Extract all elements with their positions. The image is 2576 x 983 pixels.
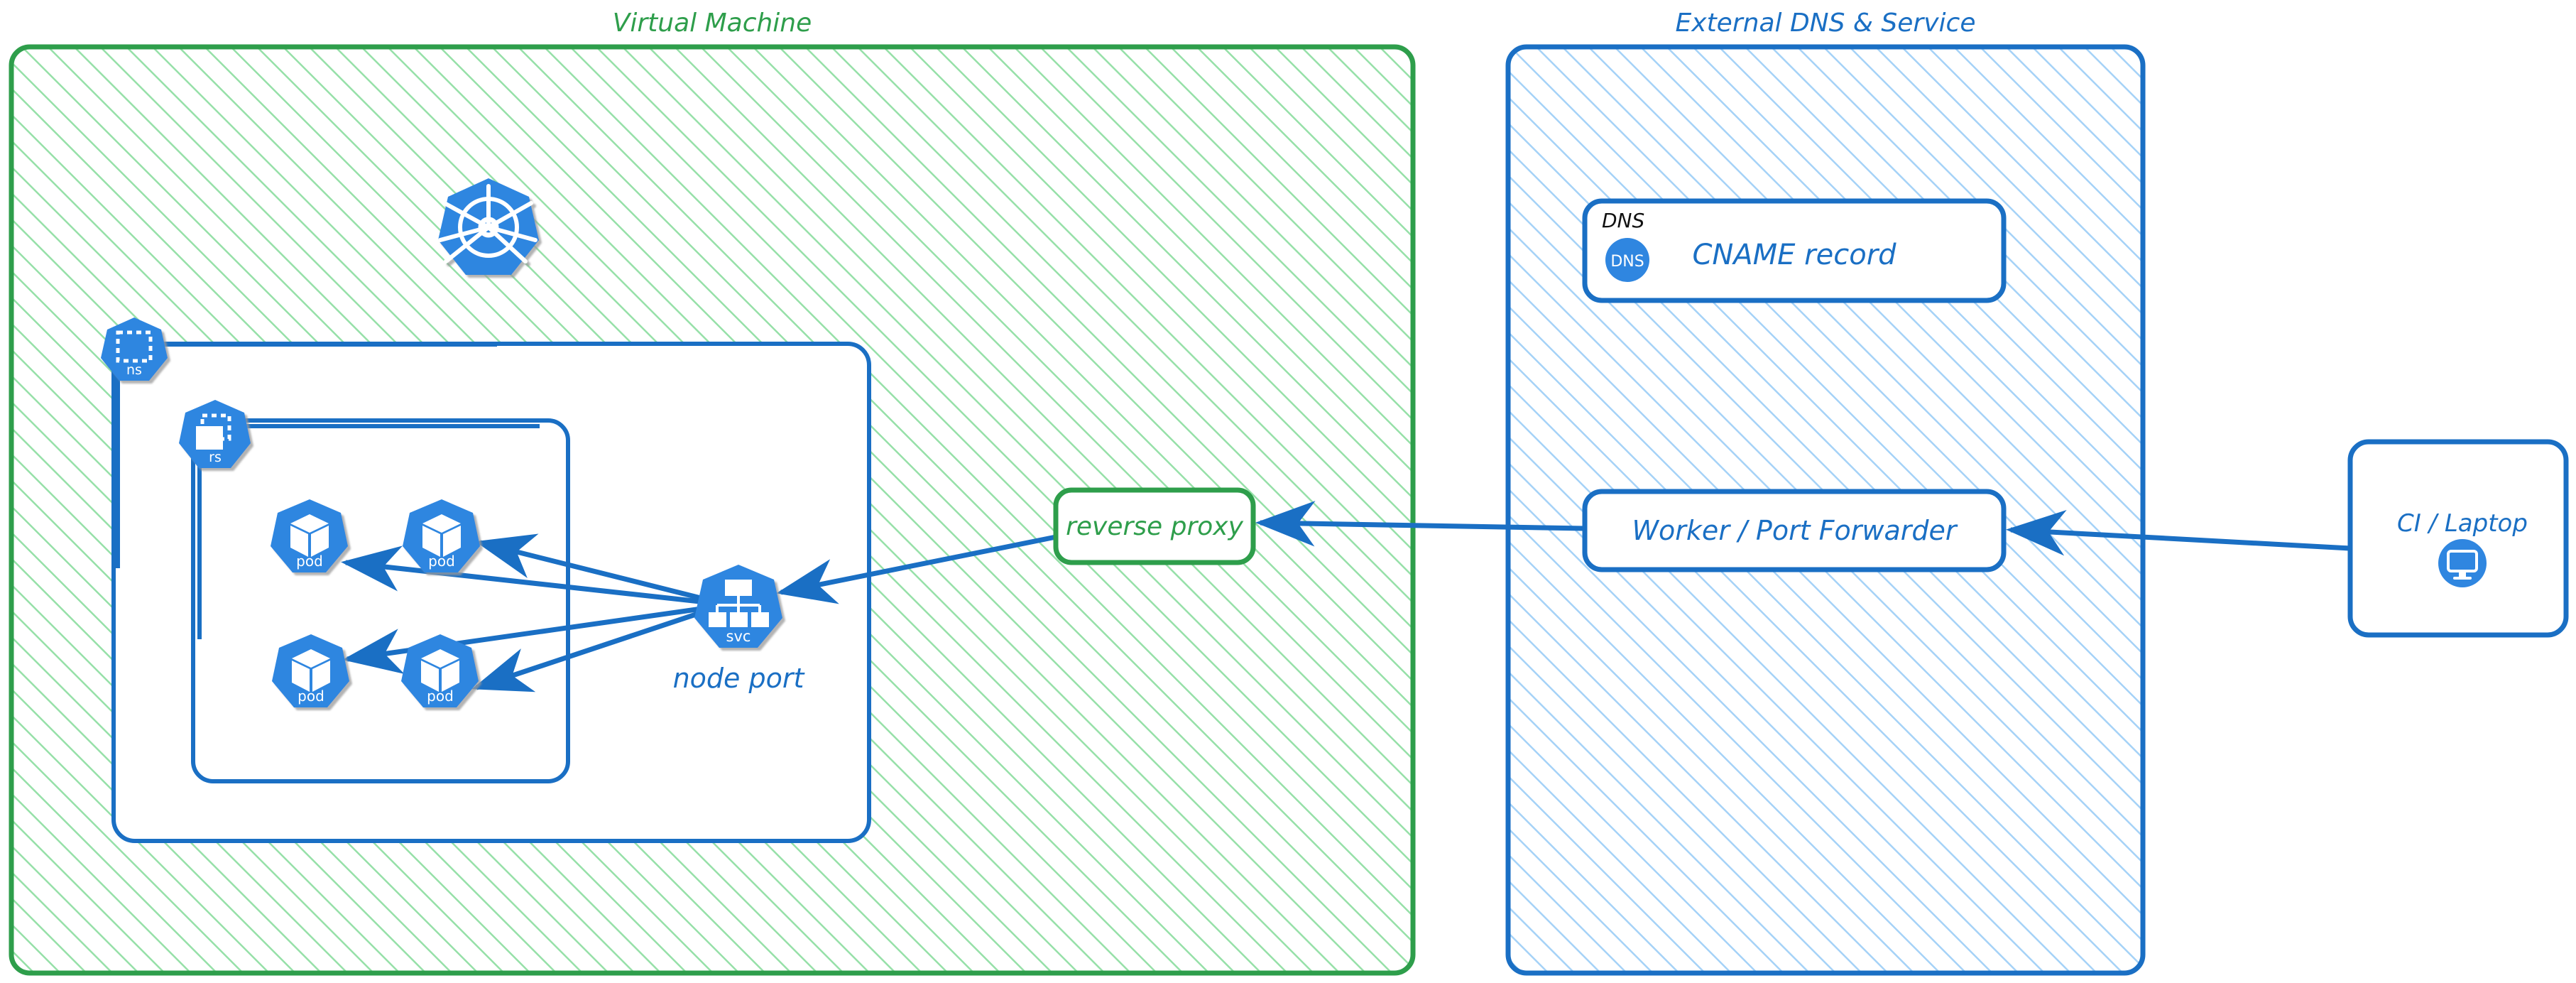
- dns-record-frame: [1582, 198, 2007, 303]
- pod-caption: pod: [427, 688, 454, 705]
- dns-circle-icon: [1605, 238, 1649, 282]
- pod-node-3: pod: [272, 634, 349, 707]
- node-port-label: node port: [673, 663, 806, 694]
- pod-cube-icon: [401, 634, 479, 707]
- virtual-machine-title: Virtual Machine: [613, 9, 812, 38]
- arrow-worker-to-reverse-proxy: [1255, 501, 1586, 547]
- dns-record-box[interactable]: DNS DNS CNAME record: [1582, 198, 2007, 303]
- arrow-service-to-pod-2: [475, 533, 707, 602]
- worker-port-forwarder-label: Worker / Port Forwarder: [1632, 515, 1958, 546]
- ci-laptop-label: CI / Laptop: [2397, 509, 2528, 538]
- kubernetes-logo: [438, 178, 539, 275]
- pod-node-2: pod: [403, 499, 480, 572]
- reverse-proxy-frame: [1053, 487, 1256, 565]
- service-node: svc: [694, 565, 782, 648]
- arrow-service-to-pod-3: [342, 605, 707, 675]
- service-caption: svc: [726, 628, 751, 645]
- pod-node-4: pod: [401, 634, 479, 707]
- pod-node-1: pod: [271, 499, 348, 572]
- worker-port-forwarder-box[interactable]: Worker / Port Forwarder: [1582, 489, 2007, 572]
- pod-cube-icon: [272, 634, 349, 707]
- arrow-service-to-pod-4: [471, 608, 708, 693]
- desktop-monitor-icon: [2438, 539, 2487, 587]
- cname-record-label: CNAME record: [1692, 239, 1896, 271]
- pod-caption: pod: [296, 553, 323, 570]
- pod-cube-icon: [271, 499, 348, 572]
- arrow-service-to-pod-1: [341, 545, 707, 605]
- replicaset-caption: rs: [209, 450, 222, 465]
- dns-circle-icon-label: DNS: [1610, 253, 1644, 271]
- pod-caption: pod: [298, 688, 324, 705]
- arrow-reverse-proxy-to-service: [776, 534, 1057, 604]
- external-dns-service-title: External DNS & Service: [1676, 9, 1976, 38]
- dns-badge-label: DNS: [1602, 209, 1644, 232]
- pod-caption: pod: [428, 553, 455, 570]
- ci-laptop-frame: [2347, 439, 2569, 638]
- namespace-caption: ns: [126, 362, 142, 378]
- arrow-group: [341, 501, 2351, 693]
- worker-port-forwarder-frame: [1582, 489, 2007, 572]
- pod-cube-icon: [403, 499, 480, 572]
- reverse-proxy-label: reverse proxy: [1066, 512, 1244, 541]
- replicaset-node: rs: [179, 400, 251, 468]
- reverse-proxy-box[interactable]: reverse proxy: [1053, 487, 1256, 565]
- replicaset-box: [191, 418, 570, 783]
- namespace-node: ns: [101, 317, 168, 381]
- arrow-ci-laptop-to-worker: [2006, 510, 2351, 556]
- ci-laptop-box[interactable]: CI / Laptop: [2347, 439, 2569, 638]
